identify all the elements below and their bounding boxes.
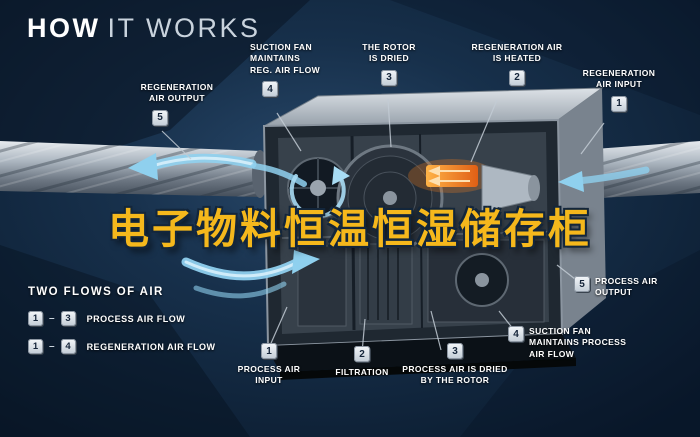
number-badge-2: 2 [509, 69, 525, 86]
number-badge-3: 3 [60, 311, 76, 326]
legend-two-flows: TWO FLOWS OF AIR 1 – 3 PROCESS AIR FLOW … [28, 286, 216, 367]
callout-label: REGENERATION AIR IS HEATED [471, 42, 563, 64]
callout-process-air-output: 5 PROCESS AIR OUTPUT [574, 276, 694, 299]
callout-suction-fan-process: 4 SUCTION FAN MAINTAINS PROCESS AIR FLOW [508, 326, 650, 360]
range-dash: – [49, 313, 55, 324]
callout-label: PROCESS AIR INPUT [237, 364, 301, 386]
callout-process-air-input: 1 PROCESS AIR INPUT [234, 343, 304, 387]
callout-filtration: 2 FILTRATION [326, 346, 398, 378]
callout-regeneration-air-input: REGENERATION AIR INPUT 1 [566, 68, 672, 112]
callout-regeneration-air-heated: REGENERATION AIR IS HEATED 2 [464, 42, 570, 86]
legend-heading: TWO FLOWS OF AIR [28, 286, 164, 298]
number-badge-3: 3 [447, 343, 463, 359]
callout-label: SUCTION FAN MAINTAINS REG. AIR FLOW [250, 42, 321, 75]
callout-label: PROCESS AIR OUTPUT [595, 276, 658, 298]
callout-label: REGENERATION AIR OUTPUT [140, 82, 214, 104]
legend-row-regeneration-air: 1 – 4 REGENERATION AIR FLOW [28, 339, 216, 354]
callout-rotor-is-dried: THE ROTOR IS DRIED 3 [354, 42, 424, 86]
callout-label: FILTRATION [335, 367, 389, 377]
page-title-light: IT WORKS [107, 13, 261, 43]
number-badge-1: 1 [261, 343, 277, 359]
callout-suction-fan-reg: SUCTION FAN MAINTAINS REG. AIR FLOW 4 [250, 42, 344, 98]
legend-label: PROCESS AIR FLOW [86, 313, 186, 324]
legend-row-process-air: 1 – 3 PROCESS AIR FLOW [28, 311, 216, 326]
dehumidifier-unit [262, 87, 606, 380]
number-badge-2: 2 [354, 346, 370, 362]
number-badge-5: 5 [152, 109, 168, 126]
callout-label: SUCTION FAN MAINTAINS PROCESS AIR FLOW [529, 326, 627, 359]
airflow-arrows [128, 153, 650, 299]
callout-process-air-dried: 3 PROCESS AIR IS DRIED BY THE ROTOR [396, 343, 514, 387]
callout-regeneration-air-output: REGENERATION AIR OUTPUT 5 [124, 82, 230, 126]
number-badge-5: 5 [574, 276, 590, 292]
number-badge-1: 1 [28, 339, 43, 354]
number-badge-3: 3 [381, 69, 397, 86]
number-badge-1: 1 [611, 95, 627, 112]
callout-label: REGENERATION AIR INPUT [582, 68, 656, 90]
chinese-overlay-title: 电子物料恒温恒湿储存柜 [108, 206, 592, 252]
number-badge-4: 4 [262, 81, 278, 98]
range-dash: – [49, 341, 55, 352]
number-badge-4: 4 [60, 339, 76, 354]
callout-label: THE ROTOR IS DRIED [362, 42, 416, 64]
page-title-bold: HOW [27, 13, 101, 43]
number-badge-1: 1 [28, 311, 43, 326]
callout-label: PROCESS AIR IS DRIED BY THE ROTOR [402, 364, 508, 386]
number-badge-4: 4 [508, 326, 524, 342]
legend-label: REGENERATION AIR FLOW [86, 341, 216, 352]
